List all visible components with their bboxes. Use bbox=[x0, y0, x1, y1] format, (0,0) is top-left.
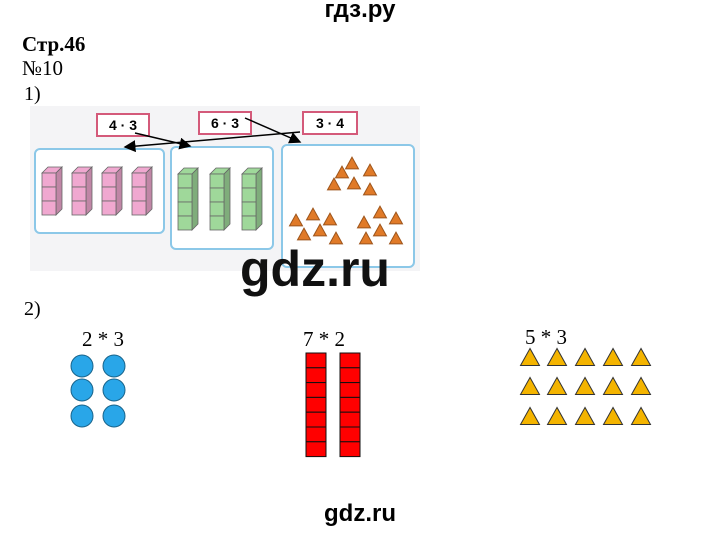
part2-figures bbox=[70, 347, 652, 458]
orange-triangle-3 bbox=[362, 163, 378, 177]
yellow-triangle-14 bbox=[602, 406, 624, 426]
orange-triangle-10 bbox=[296, 227, 312, 241]
yellow-triangle-1 bbox=[519, 347, 541, 367]
part1-label: 1) bbox=[24, 83, 41, 105]
orange-triangle-16 bbox=[372, 223, 388, 237]
orange-triangle-2 bbox=[334, 165, 350, 179]
blue-circle-3 bbox=[70, 378, 94, 402]
orange-triangle-1 bbox=[344, 156, 360, 170]
red-square-2-1 bbox=[339, 352, 361, 369]
orange-triangle-13 bbox=[372, 205, 388, 219]
pink-cube-column-4 bbox=[131, 166, 153, 216]
blue-circle-4 bbox=[102, 378, 126, 402]
yellow-triangle-10 bbox=[630, 376, 652, 396]
yellow-triangle-6 bbox=[519, 376, 541, 396]
green-cube-column-2 bbox=[209, 167, 231, 231]
watermark-middle: gdz.ru bbox=[240, 241, 390, 297]
red-square-1-2 bbox=[305, 367, 327, 384]
yellow-triangle-3 bbox=[574, 347, 596, 367]
blue-circle-6 bbox=[102, 404, 126, 428]
watermark-top: гдз.ру bbox=[324, 0, 396, 23]
blue-circle-1 bbox=[70, 354, 94, 378]
pink-cube-column-3 bbox=[101, 166, 123, 216]
red-square-2-4 bbox=[339, 396, 361, 413]
yellow-triangle-9 bbox=[602, 376, 624, 396]
yellow-triangle-2 bbox=[546, 347, 568, 367]
green-cube-column-3 bbox=[241, 167, 263, 231]
page-reference: Стр.46 bbox=[22, 32, 86, 56]
orange-triangle-14 bbox=[388, 211, 404, 225]
yellow-triangle-8 bbox=[574, 376, 596, 396]
red-square-2-6 bbox=[339, 426, 361, 443]
orange-triangle-9 bbox=[322, 212, 338, 226]
green-cube-column-1 bbox=[177, 167, 199, 231]
expression-2x3: 2 * 3 bbox=[82, 327, 124, 351]
yellow-triangle-11 bbox=[519, 406, 541, 426]
expression-5x3: 5 * 3 bbox=[525, 325, 567, 349]
red-square-1-6 bbox=[305, 426, 327, 443]
orange-triangle-4 bbox=[326, 177, 342, 191]
yellow-triangle-12 bbox=[546, 406, 568, 426]
yellow-triangle-15 bbox=[630, 406, 652, 426]
orange-triangle-18 bbox=[358, 231, 374, 245]
orange-triangle-6 bbox=[362, 182, 378, 196]
pink-cube-column-2 bbox=[71, 166, 93, 216]
orange-triangle-5 bbox=[346, 176, 362, 190]
watermark-bottom: gdz.ru bbox=[324, 500, 396, 527]
yellow-triangle-7 bbox=[546, 376, 568, 396]
expression-7x2: 7 * 2 bbox=[303, 327, 345, 351]
orange-triangle-8 bbox=[305, 207, 321, 221]
orange-triangle-17 bbox=[388, 231, 404, 245]
yellow-triangle-13 bbox=[574, 406, 596, 426]
orange-triangle-7 bbox=[288, 213, 304, 227]
expression-label-2: 6 · 3 bbox=[198, 111, 252, 135]
pink-cube-column-1 bbox=[41, 166, 63, 216]
red-square-2-3 bbox=[339, 382, 361, 398]
part2-label: 2) bbox=[24, 298, 41, 320]
yellow-triangle-5 bbox=[630, 347, 652, 367]
task-number: №10 bbox=[22, 56, 64, 80]
orange-triangle-11 bbox=[312, 223, 328, 237]
blue-circle-5 bbox=[70, 404, 94, 428]
red-square-1-3 bbox=[305, 382, 327, 398]
red-square-1-1 bbox=[305, 352, 327, 369]
red-square-1-4 bbox=[305, 396, 327, 413]
red-square-2-5 bbox=[339, 411, 361, 428]
red-square-1-5 bbox=[305, 411, 327, 428]
red-square-2-2 bbox=[339, 367, 361, 384]
part1-figures bbox=[41, 156, 404, 245]
orange-triangle-15 bbox=[356, 215, 372, 229]
blue-circle-2 bbox=[102, 354, 126, 378]
expression-label-1: 4 · 3 bbox=[96, 113, 150, 137]
orange-triangle-12 bbox=[328, 231, 344, 245]
yellow-triangle-4 bbox=[602, 347, 624, 367]
expression-label-3: 3 · 4 bbox=[302, 111, 358, 135]
red-square-1-7 bbox=[305, 441, 327, 458]
red-square-2-7 bbox=[339, 441, 361, 458]
